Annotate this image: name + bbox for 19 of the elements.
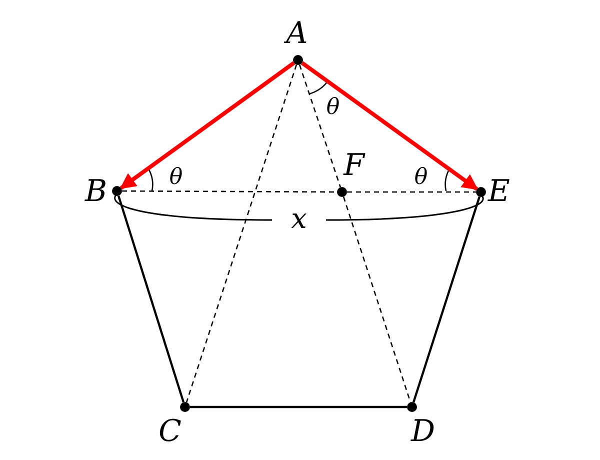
angle-label: θ	[169, 167, 183, 189]
line-segment	[117, 195, 185, 403]
point-label: D	[410, 417, 436, 447]
point-label: E	[488, 177, 510, 207]
angle-label: θ	[414, 167, 428, 189]
line-segment	[412, 196, 481, 403]
arrow	[300, 61, 478, 191]
dashed-line	[347, 191, 476, 193]
dimension-label: x	[291, 208, 307, 230]
dashed-line	[122, 190, 337, 193]
dashed-line	[298, 64, 342, 188]
point-label: F	[344, 151, 364, 181]
line-segment	[190, 406, 407, 408]
angle-label: θ	[326, 97, 340, 119]
arrow	[120, 61, 296, 190]
point-label: B	[84, 177, 108, 207]
dashed-line	[186, 64, 298, 402]
point-label: A	[286, 19, 308, 49]
point-label: C	[158, 417, 182, 447]
